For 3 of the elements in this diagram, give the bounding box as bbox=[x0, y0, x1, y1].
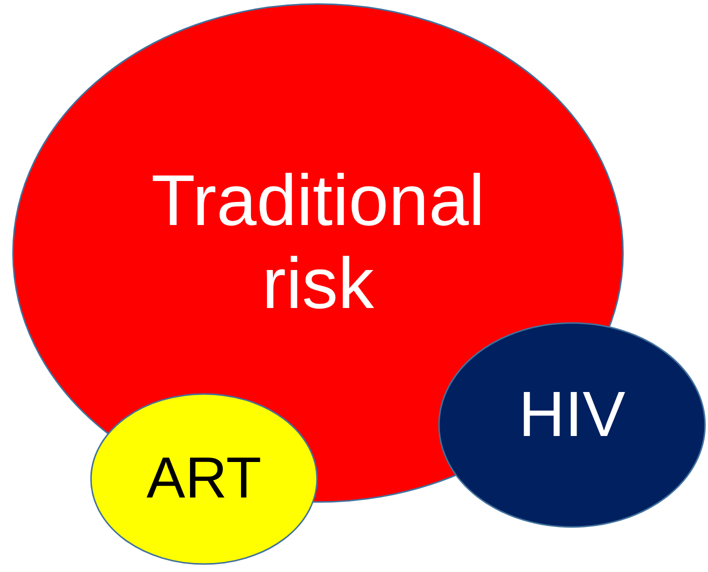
ellipse-label: Traditional risk bbox=[150, 160, 486, 326]
ellipse-label: ART bbox=[146, 446, 262, 512]
ellipse-label: HIV bbox=[518, 378, 626, 452]
